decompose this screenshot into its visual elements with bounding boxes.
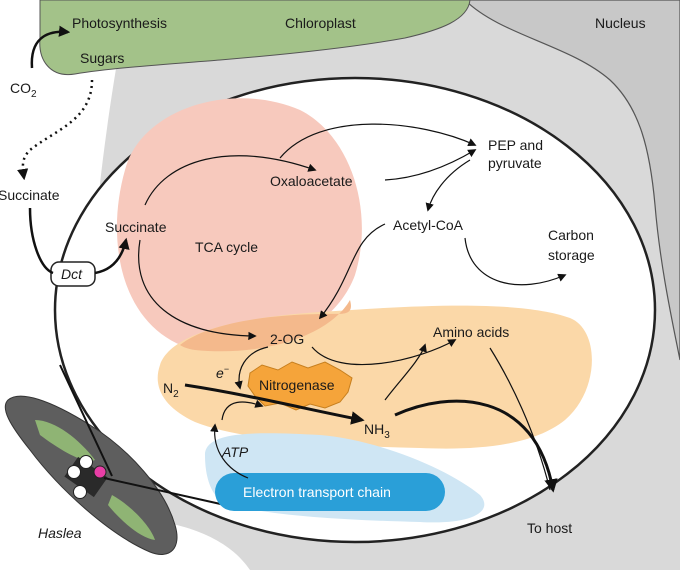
arrow-nh3-to-amino-acids (384, 343, 427, 401)
arrow-oxaloacetate-to-pep-2 (384, 149, 477, 181)
tca-cycle-arc-top (144, 155, 317, 206)
electron-transport-chain (215, 473, 445, 511)
label-amino-acids: Amino acids (433, 324, 509, 340)
arrow-amino-acids-to-host (489, 347, 551, 491)
dct-transporter (50, 261, 96, 287)
label-n2: N2 (163, 380, 179, 400)
arrow-n2-to-nh3 (184, 383, 365, 425)
label-atp: ATP (221, 444, 249, 460)
label-succinate-inside: Succinate (105, 219, 167, 235)
arrow-co2-to-photosynthesis (30, 25, 71, 69)
arrow-2og-electron (234, 346, 269, 390)
arrow-2og-to-amino-acids (311, 339, 457, 366)
arrow-succinate-to-dct (28, 207, 54, 275)
arrow-etc-to-atp (210, 423, 249, 479)
arrow-acetylcoa-to-carbon-storage (464, 237, 567, 286)
arrows (17, 25, 567, 493)
label-pep-line2: pyruvate (488, 155, 542, 171)
tca-region (116, 98, 362, 354)
arrow-acetylcoa-to-2og (318, 223, 386, 320)
label-oxaloacetate: Oxaloacetate (270, 173, 353, 189)
label-sugars: Sugars (80, 50, 124, 66)
tca-nitrogen-overlap (180, 300, 351, 352)
label-co2: CO2 (10, 80, 37, 100)
arrow-dct-to-succinate (94, 237, 130, 275)
label-nitrogenase: Nitrogenase (259, 377, 335, 393)
label-electron-transport-chain: Electron transport chain (243, 484, 391, 500)
label-2og: 2-OG (270, 331, 304, 347)
label-acetyl-coa: Acetyl-CoA (393, 217, 464, 233)
label-to-host: To host (527, 520, 572, 536)
arrow-pep-to-acetylcoa (425, 159, 471, 212)
tca-cycle-arc-left (138, 239, 257, 341)
label-electron: e− (216, 364, 229, 381)
chloroplast (39, 0, 471, 76)
arrow-oxaloacetate-to-pep (279, 123, 477, 159)
label-photosynthesis: Photosynthesis (72, 15, 167, 31)
label-tca-cycle: TCA cycle (195, 239, 258, 255)
label-dct: Dct (61, 266, 83, 282)
label-succinate-outside: Succinate (0, 187, 60, 203)
label-nh3: NH3 (364, 421, 390, 441)
arrow-nh3-to-host (394, 399, 558, 493)
label-chloroplast: Chloroplast (285, 15, 356, 31)
haslea-diatom (4, 364, 226, 555)
label-nucleus: Nucleus (595, 15, 646, 31)
label-pep-line1: PEP and (488, 137, 543, 153)
label-carbon-line2: storage (548, 247, 595, 263)
nucleus (464, 0, 680, 361)
label-haslea: Haslea (38, 525, 82, 541)
label-carbon-line1: Carbon (548, 227, 594, 243)
arrow-atp-to-nitrogenase (221, 399, 264, 421)
